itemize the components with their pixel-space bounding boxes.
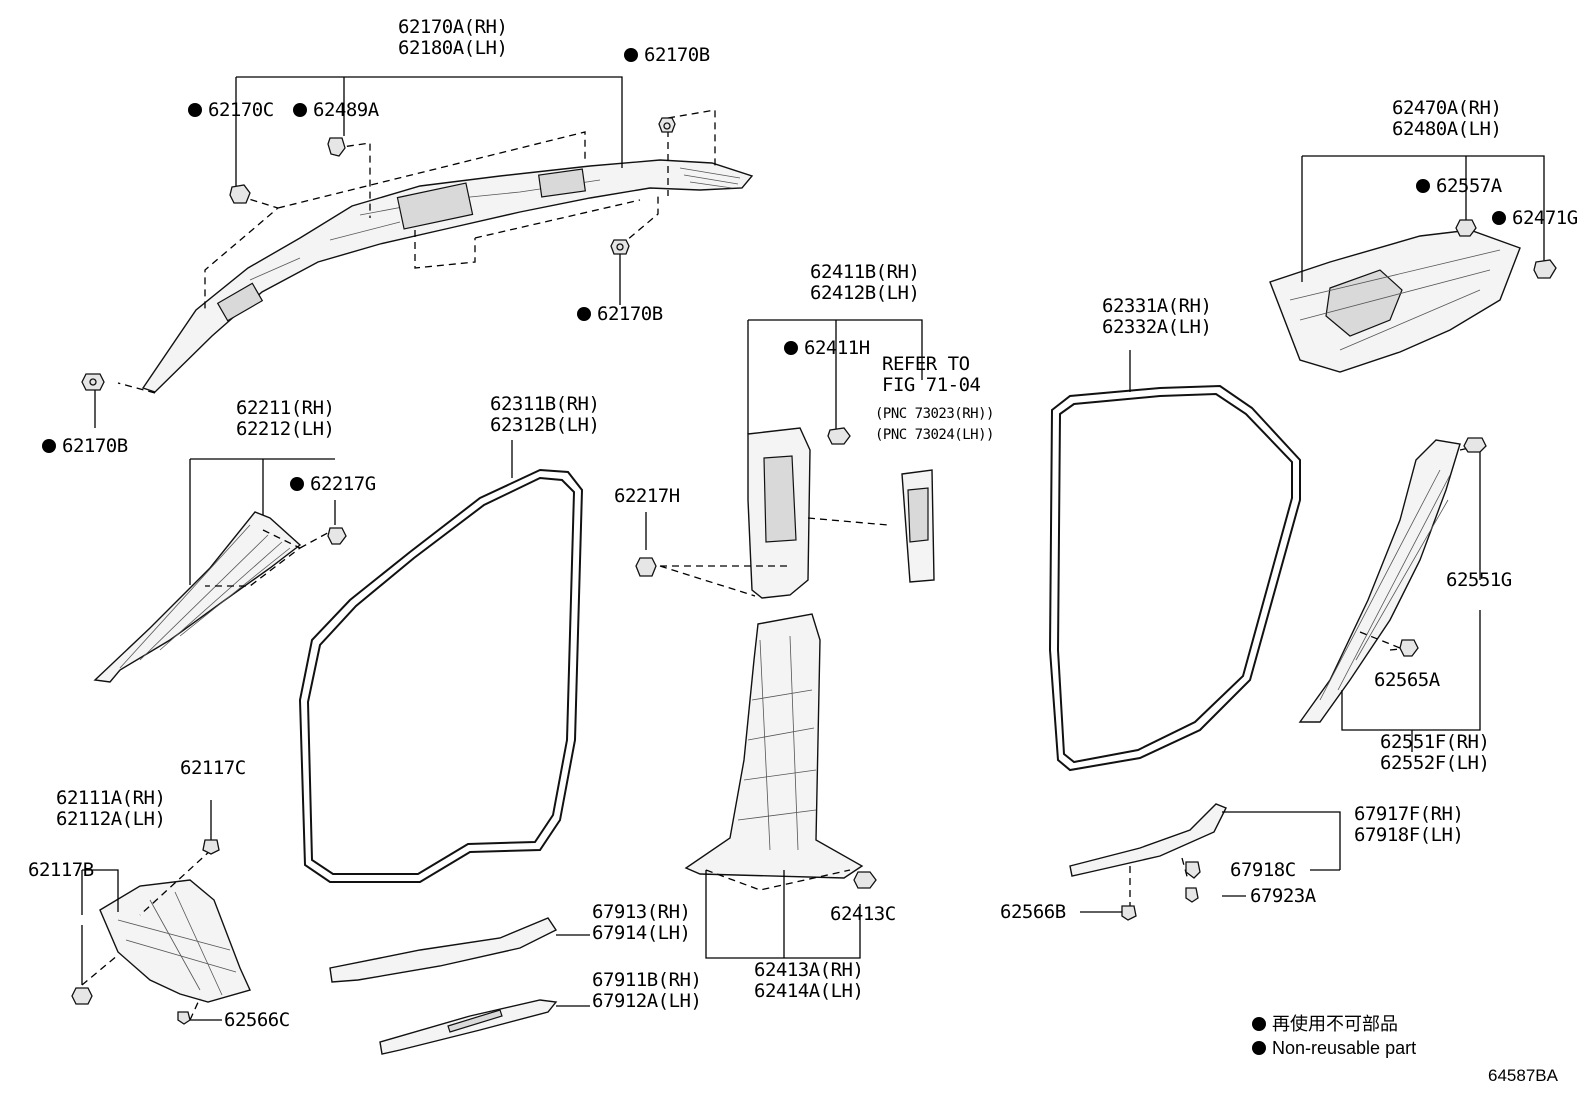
non-reusable-dot-icon xyxy=(624,48,638,62)
label-62470A: 62470A(RH)62480A(LH) xyxy=(1392,97,1502,140)
non-reusable-dot-icon xyxy=(784,341,798,355)
label-62117C: 62117C xyxy=(180,757,246,779)
legend-english: Non-reusable part xyxy=(1252,1038,1416,1059)
clip-62170C xyxy=(229,184,251,204)
front-door-scuff-plate-outer xyxy=(379,999,558,1055)
clip-67918C xyxy=(1185,861,1201,879)
label-62217G: 62217G xyxy=(290,474,376,495)
label-62566C: 62566C xyxy=(224,1009,290,1031)
label-62311B: 62311B(RH)62312B(LH) xyxy=(490,393,600,436)
front-pillar-garnish xyxy=(93,511,302,683)
label-67923A: 67923A xyxy=(1250,885,1316,907)
front-door-scuff-plate-inner xyxy=(329,917,558,983)
clip-62565A xyxy=(1399,639,1419,657)
label-62170B-mid: 62170B xyxy=(577,304,663,325)
clip-62551G xyxy=(1463,437,1487,453)
label-62170B-left: 62170B xyxy=(42,436,128,457)
label-62217H: 62217H xyxy=(614,485,680,507)
label-62471G: 62471G xyxy=(1492,208,1578,229)
clip-62117B xyxy=(71,987,93,1005)
label-62557A: 62557A xyxy=(1416,176,1502,197)
non-reusable-dot-icon xyxy=(1416,179,1430,193)
label-62117B: 62117B xyxy=(28,859,94,881)
clip-62471G xyxy=(1533,259,1557,279)
label-62111A: 62111A(RH)62112A(LH) xyxy=(56,787,166,830)
seat-belt-guide xyxy=(901,469,935,583)
non-reusable-dot-icon xyxy=(293,103,307,117)
label-62411H: 62411H xyxy=(784,338,870,359)
clip-62413C xyxy=(853,871,877,889)
label-62170B-top: 62170B xyxy=(624,45,710,66)
clip-62217H xyxy=(635,557,657,577)
label-67918C: 67918C xyxy=(1230,859,1296,881)
label-67917F: 67917F(RH)67918F(LH) xyxy=(1354,803,1464,846)
clip-62489A xyxy=(327,137,346,157)
label-62170A: 62170A(RH)62180A(LH) xyxy=(398,16,508,59)
label-62489A: 62489A xyxy=(293,100,379,121)
label-62565A: 62565A xyxy=(1374,669,1440,691)
label-62566B: 62566B xyxy=(1000,901,1066,923)
label-62331A: 62331A(RH)62332A(LH) xyxy=(1102,295,1212,338)
non-reusable-dot-icon xyxy=(1252,1017,1266,1031)
legend-japanese: 再使用不可部品 xyxy=(1252,1010,1398,1036)
label-67911B: 67911B(RH)67912A(LH) xyxy=(592,969,702,1012)
label-62211: 62211(RH)62212(LH) xyxy=(236,397,335,440)
rear-door-weatherstrip xyxy=(1048,384,1301,772)
curtain-airbag-assembly xyxy=(141,159,754,393)
clip-62411H xyxy=(827,427,851,445)
center-pillar-lower-garnish xyxy=(684,613,864,879)
label-62413A: 62413A(RH)62414A(LH) xyxy=(754,959,864,1002)
figure-code: 64587BA xyxy=(1488,1066,1558,1085)
center-pillar-upper-garnish xyxy=(747,427,811,599)
label-62551G: 62551G xyxy=(1446,569,1512,591)
clip-62557A xyxy=(1455,219,1477,237)
clip-62170B-mid xyxy=(610,239,630,255)
non-reusable-dot-icon xyxy=(577,307,591,321)
label-67913: 67913(RH)67914(LH) xyxy=(592,901,691,944)
cowl-side-trim xyxy=(99,879,251,1003)
quarter-trim-garnish xyxy=(1298,439,1461,723)
non-reusable-dot-icon xyxy=(42,439,56,453)
non-reusable-dot-icon xyxy=(290,477,304,491)
clip-62217G xyxy=(327,527,347,545)
label-62411B: 62411B(RH)62412B(LH) xyxy=(810,261,920,304)
roof-side-garnish xyxy=(1269,229,1521,373)
rear-door-scuff-plate xyxy=(1069,803,1227,877)
label-62413C: 62413C xyxy=(830,903,896,925)
clip-67923A xyxy=(1185,887,1199,903)
clip-62117C xyxy=(202,839,220,855)
clip-62566C xyxy=(177,1011,191,1025)
label-62170C: 62170C xyxy=(188,100,274,121)
clip-62170B-top xyxy=(658,117,676,133)
refer-pnc-note: (PNC 73023(RH))(PNC 73024(LH)) xyxy=(875,406,994,443)
clip-62170B-left xyxy=(81,373,105,391)
front-door-weatherstrip xyxy=(298,468,584,883)
non-reusable-dot-icon xyxy=(1252,1041,1266,1055)
non-reusable-dot-icon xyxy=(188,103,202,117)
non-reusable-dot-icon xyxy=(1492,211,1506,225)
clip-62566B xyxy=(1121,905,1137,921)
label-62551F: 62551F(RH)62552F(LH) xyxy=(1380,731,1490,774)
